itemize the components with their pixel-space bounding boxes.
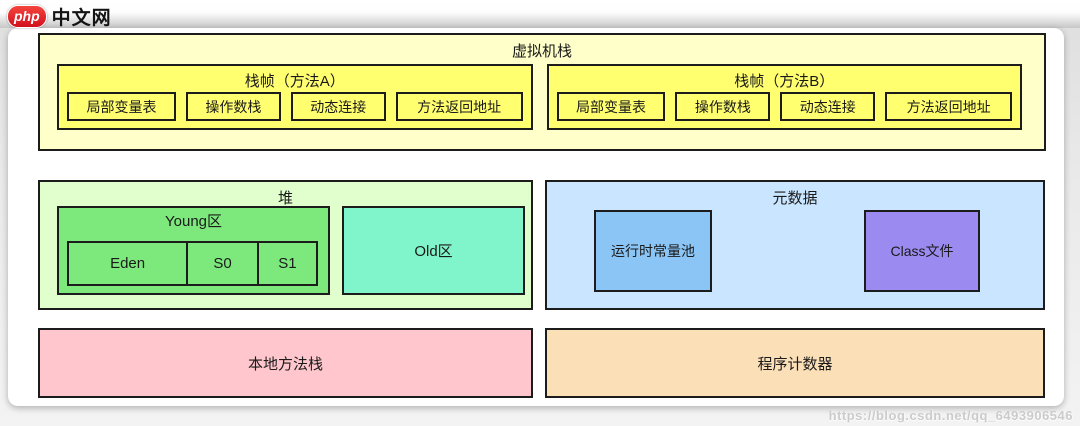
stack-frame-method-a: 栈帧（方法A） 局部变量表 操作数栈 动态连接 方法返回地址 (57, 64, 533, 130)
operand-stack-a: 操作数栈 (185, 92, 281, 121)
class-file-box: Class文件 (864, 210, 980, 292)
dynamic-linking-b: 动态连接 (780, 92, 876, 121)
local-variable-table-b: 局部变量表 (556, 92, 666, 121)
return-address-a: 方法返回地址 (395, 92, 523, 121)
program-counter-box: 程序计数器 (545, 328, 1045, 398)
native-method-stack-box: 本地方法栈 (38, 328, 533, 398)
vm-stack-title: 虚拟机栈 (511, 43, 572, 60)
metaspace-box: 元数据 运行时常量池 Class文件 (545, 180, 1045, 310)
young-regions-row: Eden S0 S1 (67, 241, 318, 286)
return-address-b: 方法返回地址 (885, 92, 1012, 121)
vm-stack-box: 虚拟机栈 栈帧（方法A） 局部变量表 操作数栈 动态连接 方法返回地址 栈帧（方… (38, 33, 1046, 151)
local-variable-table-a: 局部变量表 (67, 92, 176, 121)
page-top-gradient-bar (0, 0, 1080, 28)
php-cn-logo[interactable]: php 中文网 (7, 3, 112, 30)
stack-frame-a-slots: 局部变量表 操作数栈 动态连接 方法返回地址 (67, 92, 523, 121)
survivor1-region: S1 (256, 241, 318, 286)
stack-frame-b-title: 栈帧（方法B） (734, 73, 835, 90)
stack-frames-row: 栈帧（方法A） 局部变量表 操作数栈 动态连接 方法返回地址 栈帧（方法B） 局… (57, 64, 1022, 130)
runtime-constant-pool-box: 运行时常量池 (594, 210, 712, 292)
old-generation-box: Old区 (342, 206, 525, 295)
php-logo-badge: php (7, 5, 47, 28)
stack-frame-method-b: 栈帧（方法B） 局部变量表 操作数栈 动态连接 方法返回地址 (546, 64, 1022, 130)
heap-title: 堆 (277, 190, 293, 207)
stack-frame-b-slots: 局部变量表 操作数栈 动态连接 方法返回地址 (556, 92, 1012, 121)
operand-stack-b: 操作数栈 (675, 92, 771, 121)
jvm-memory-diagram-canvas: 虚拟机栈 栈帧（方法A） 局部变量表 操作数栈 动态连接 方法返回地址 栈帧（方… (8, 28, 1064, 406)
heap-box: 堆 Young区 Eden S0 S1 Old区 (38, 180, 533, 310)
young-generation-box: Young区 Eden S0 S1 (57, 206, 330, 295)
dynamic-linking-a: 动态连接 (290, 92, 386, 121)
young-generation-title: Young区 (165, 213, 222, 230)
php-logo-site-text: 中文网 (51, 8, 112, 29)
csdn-watermark: https://blog.csdn.net/qq_6493906546 (828, 408, 1073, 423)
eden-region: Eden (67, 241, 189, 286)
stack-frame-a-title: 栈帧（方法A） (244, 73, 345, 90)
metaspace-title: 元数据 (772, 190, 818, 207)
survivor0-region: S0 (186, 241, 259, 286)
